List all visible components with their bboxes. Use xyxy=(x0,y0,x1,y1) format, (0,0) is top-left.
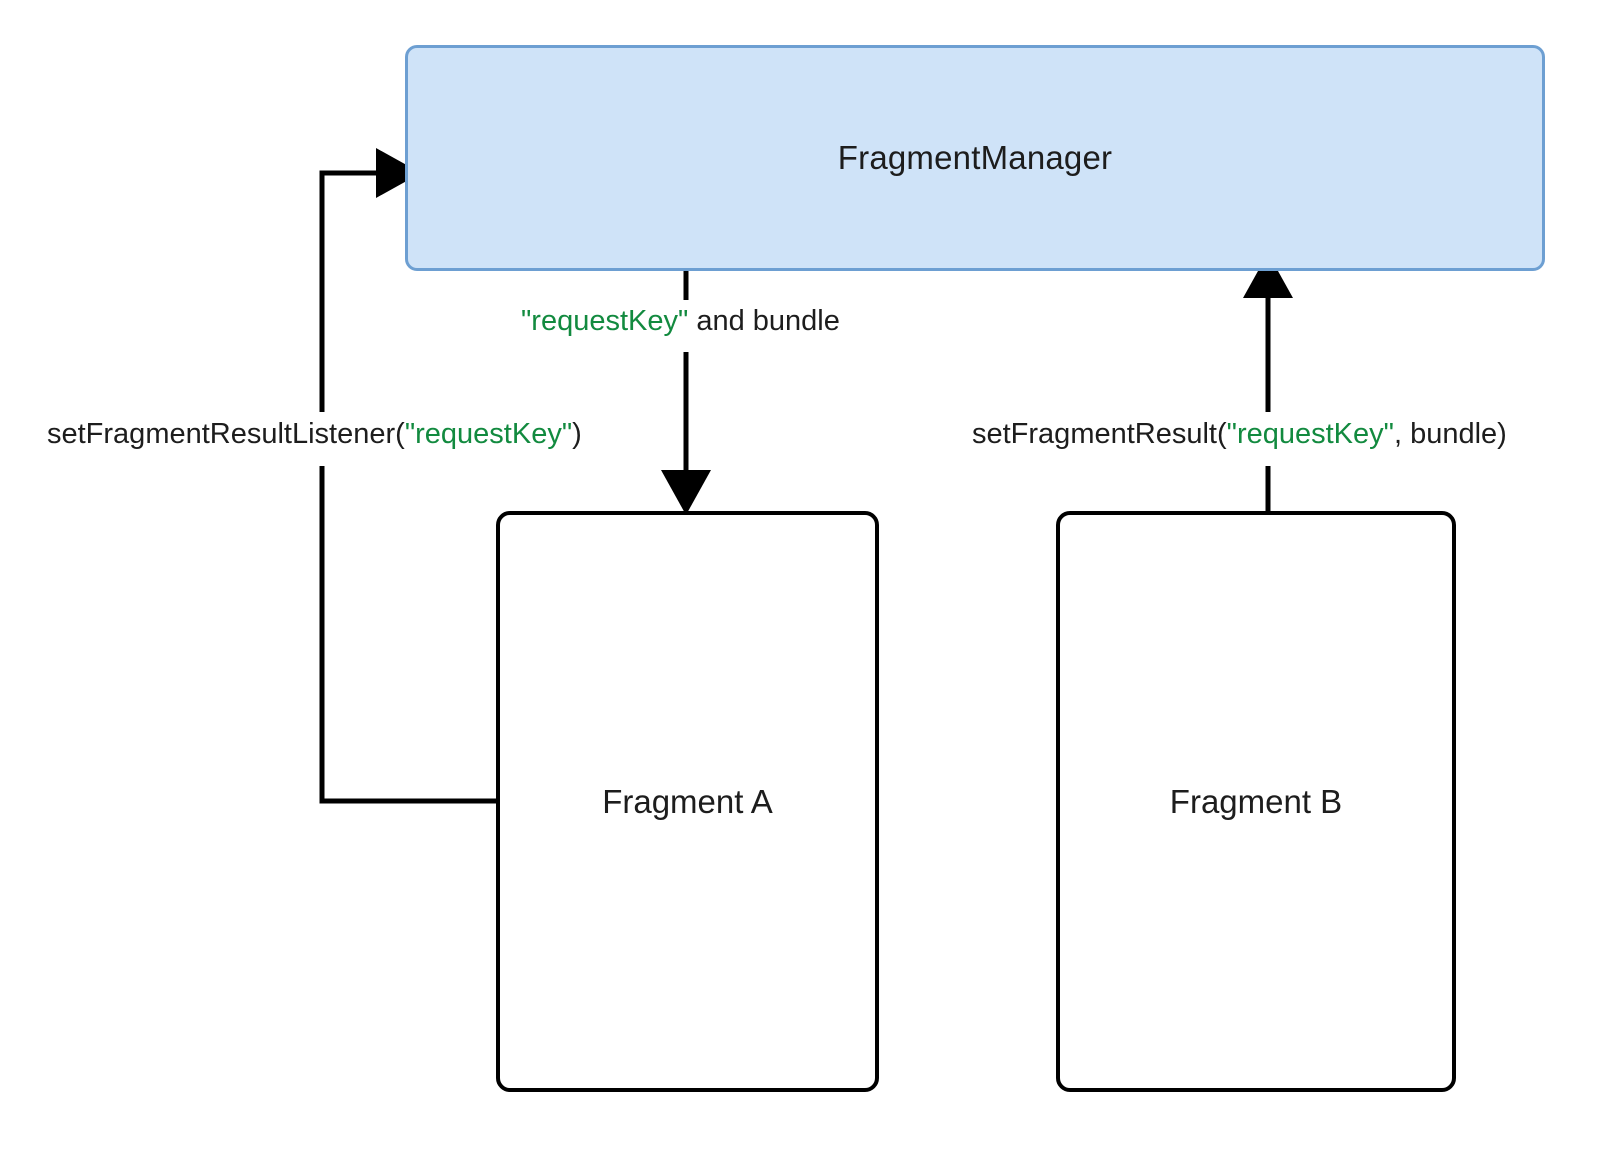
edge-fragment-a-to-manager-upper xyxy=(319,148,421,412)
edge-label-request-key-and-bundle: "requestKey" and bundle xyxy=(521,307,840,336)
edge-fragment-a-to-manager-lower xyxy=(319,466,498,804)
edge-label-set-fragment-result-listener-suffix: ) xyxy=(572,418,582,450)
edge-label-set-fragment-result: setFragmentResult("requestKey", bundle) xyxy=(972,420,1507,449)
edge-label-set-fragment-result-listener-key: "requestKey" xyxy=(404,418,573,450)
node-fragment-b-label: Fragment B xyxy=(1169,782,1343,820)
edge-label-set-fragment-result-listener-prefix: setFragmentResultListener( xyxy=(47,418,405,450)
edge-fragment-a-to-manager xyxy=(319,148,498,804)
edge-label-set-fragment-result-suffix: , bundle) xyxy=(1393,418,1507,450)
edge-label-request-key-and-bundle-key: "requestKey" xyxy=(521,305,689,337)
edge-label-set-fragment-result-prefix: setFragmentResult( xyxy=(972,418,1227,450)
node-fragment-manager[interactable]: FragmentManager xyxy=(405,45,1545,271)
node-fragment-a-label: Fragment A xyxy=(602,782,773,820)
node-fragment-a[interactable]: Fragment A xyxy=(496,511,879,1092)
edge-label-set-fragment-result-key: "requestKey" xyxy=(1226,418,1394,450)
node-fragment-manager-label: FragmentManager xyxy=(837,139,1113,176)
node-fragment-b[interactable]: Fragment B xyxy=(1056,511,1456,1092)
edge-label-set-fragment-result-listener: setFragmentResultListener("requestKey") xyxy=(47,420,582,449)
edge-label-request-key-and-bundle-suffix: and bundle xyxy=(688,305,840,337)
